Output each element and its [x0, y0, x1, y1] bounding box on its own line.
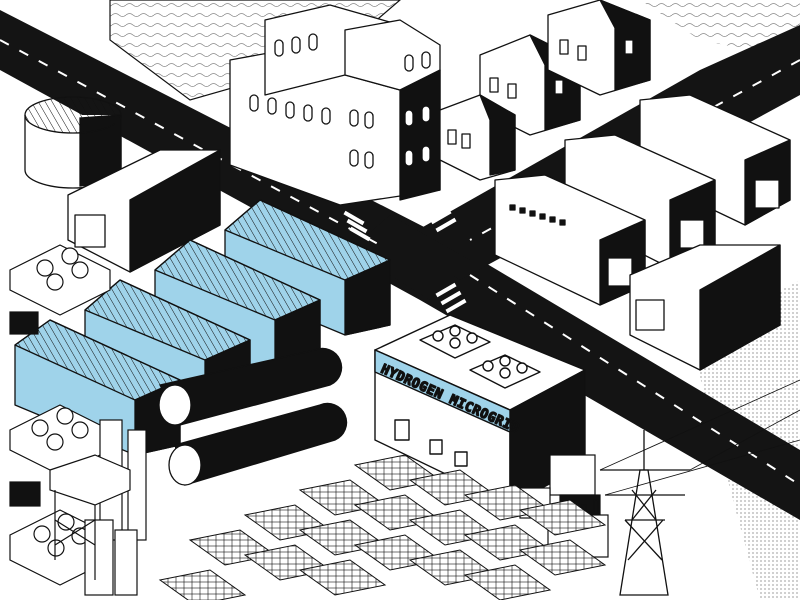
solar-panel-field — [158, 454, 607, 600]
transmission-tower — [599, 379, 800, 596]
crosswalk — [343, 209, 467, 314]
rooftop-fan-unit — [419, 324, 541, 389]
warehouse-right-4 — [629, 244, 781, 371]
warehouse-left — [67, 149, 221, 273]
warehouse-right-2 — [564, 134, 716, 269]
apartment-building — [229, 4, 441, 206]
storage-tank — [24, 96, 122, 189]
hydrogen-storage-cylinders — [158, 347, 348, 486]
house-2 — [547, 0, 651, 96]
processing-tower — [49, 419, 147, 596]
house-3 — [439, 94, 516, 181]
